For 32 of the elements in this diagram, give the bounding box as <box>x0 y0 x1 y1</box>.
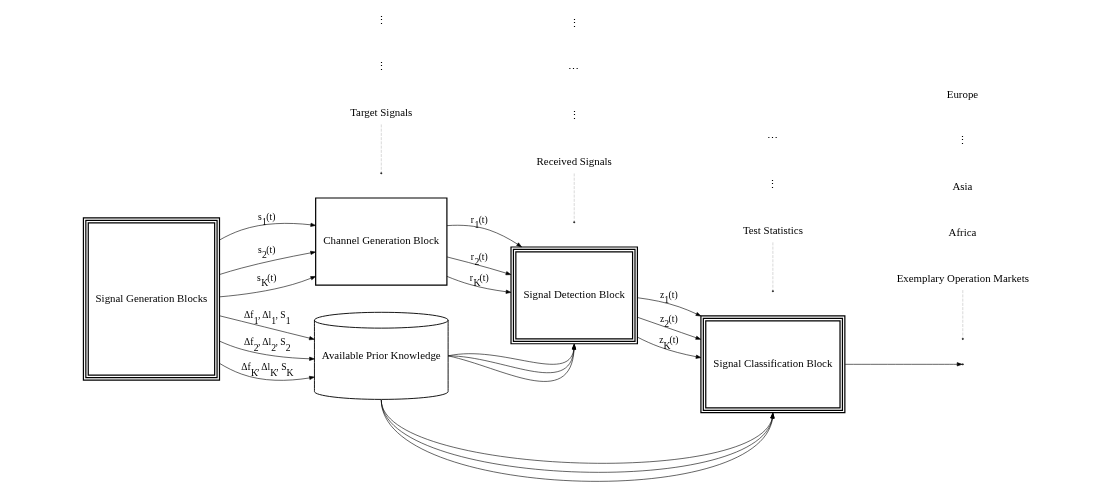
label: Africa <box>948 225 976 238</box>
node-box: Channel Generation Block <box>314 197 447 286</box>
arrow <box>447 344 576 382</box>
arrow <box>446 276 511 294</box>
arrow <box>636 297 701 317</box>
arrow <box>218 340 315 361</box>
arrow <box>218 315 315 341</box>
node-text: Received Signals <box>536 154 612 167</box>
node-text: Test Statistics <box>742 223 803 236</box>
label: ⋮ <box>568 17 580 30</box>
label: ⋮ <box>956 133 968 146</box>
node-text: Target Signals <box>349 105 412 118</box>
arrow <box>218 222 316 241</box>
arrow <box>218 363 315 381</box>
arrow <box>636 336 701 359</box>
label: Asia <box>952 179 972 192</box>
node-text: Exemplary Operation Markets <box>896 271 1029 284</box>
label: ⋮ <box>766 177 778 190</box>
arrow <box>446 256 511 276</box>
label: ⋮ <box>375 60 387 73</box>
arrow <box>447 344 576 373</box>
label: ⋮ <box>568 109 580 122</box>
label: Europe <box>946 87 978 100</box>
label: ⋯ <box>766 131 778 144</box>
arrow <box>218 276 316 298</box>
arrow <box>447 344 576 365</box>
arrow <box>218 250 316 275</box>
arrow <box>636 316 701 340</box>
arrow <box>844 362 962 367</box>
arrow <box>446 224 522 248</box>
label: ⋮ <box>375 14 387 27</box>
label: ⋯ <box>567 63 579 76</box>
